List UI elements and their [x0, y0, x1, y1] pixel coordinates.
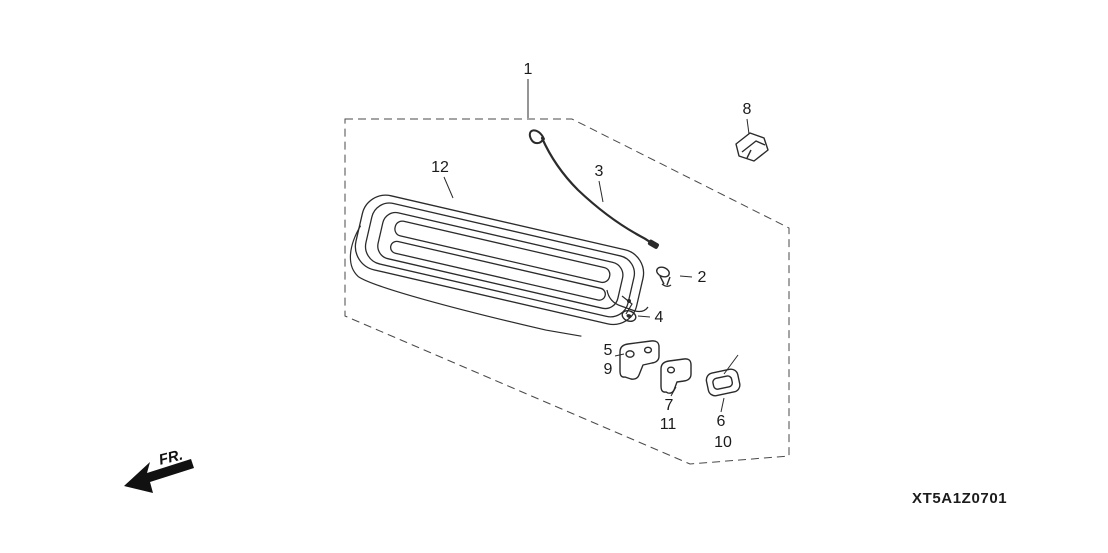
latch-outline: [606, 289, 649, 313]
cord-top-loop: [528, 129, 545, 145]
bracket-part-7-11: [660, 358, 692, 394]
callout-7: 7: [665, 397, 674, 414]
shelf-lip-outline: [364, 202, 636, 318]
clip-6-10-slot: [712, 375, 734, 390]
callout-11: 11: [660, 416, 677, 433]
attach-line-6-10: [723, 354, 739, 375]
shelf-slot-lower: [389, 240, 606, 301]
leader-line-4: [637, 315, 651, 318]
shelf-front-skirt: [349, 225, 582, 337]
clip-6-10-body: [705, 368, 741, 397]
shelf-slot-upper: [394, 220, 611, 284]
latch-pin: [627, 299, 631, 303]
bracket-part-5-9: [619, 340, 660, 380]
grommet-hole: [626, 314, 632, 318]
clip-part-6-10: [705, 368, 741, 397]
clip-8-notch: [746, 149, 752, 159]
diagram-code-label: XT5A1Z0701: [912, 490, 1007, 507]
callout-1: 1: [524, 61, 533, 78]
callout-4: 4: [655, 309, 664, 326]
clip-part-2: [656, 266, 672, 287]
shelf-recess-outline: [377, 211, 624, 310]
clip-2-head: [656, 266, 670, 278]
leader-line-2: [679, 275, 693, 278]
leader-line-8: [746, 118, 750, 135]
callout-5: 5: [604, 342, 613, 359]
callout-9: 9: [604, 361, 613, 378]
clip-part-8: [735, 132, 769, 162]
cord-body: [540, 136, 657, 249]
callout-10: 10: [714, 434, 732, 451]
callout-8: 8: [743, 101, 752, 118]
bracket-5-9-hole-left: [625, 350, 635, 358]
leader-line-12: [443, 176, 454, 199]
clip-8-edge: [741, 140, 766, 153]
bracket-5-9-body: [619, 340, 660, 380]
bracket-7-11-hole: [666, 366, 676, 374]
bracket-7-11-body: [660, 358, 692, 394]
grommet-outer: [621, 310, 637, 322]
leader-line-6-10: [720, 397, 725, 413]
bracket-5-9-hole-right: [643, 346, 653, 354]
callout-12: 12: [431, 159, 449, 176]
callout-6: 6: [717, 413, 726, 430]
leader-lines: [443, 79, 750, 413]
callouts: 1 12 3 8 2 4 5 9 7 11 6 10: [431, 61, 751, 451]
cord-part-3: [528, 129, 659, 249]
callout-2: 2: [698, 269, 707, 286]
callout-3: 3: [595, 163, 604, 180]
rear-shelf-part-12: [349, 194, 645, 337]
assembly-boundary-dashed-box: [344, 118, 790, 465]
clip-8-body: [735, 132, 769, 162]
leader-line-5-9: [614, 353, 625, 357]
fr-label: FR.: [157, 446, 185, 468]
clip-2-stem: [659, 275, 672, 287]
fr-arrow-icon: [124, 459, 194, 493]
cord-end-connector: [647, 239, 659, 249]
grommet-part-4: [621, 310, 637, 322]
leader-line-7-11: [670, 386, 677, 397]
fr-direction-indicator: FR.: [124, 446, 194, 493]
leader-line-3: [598, 180, 604, 203]
